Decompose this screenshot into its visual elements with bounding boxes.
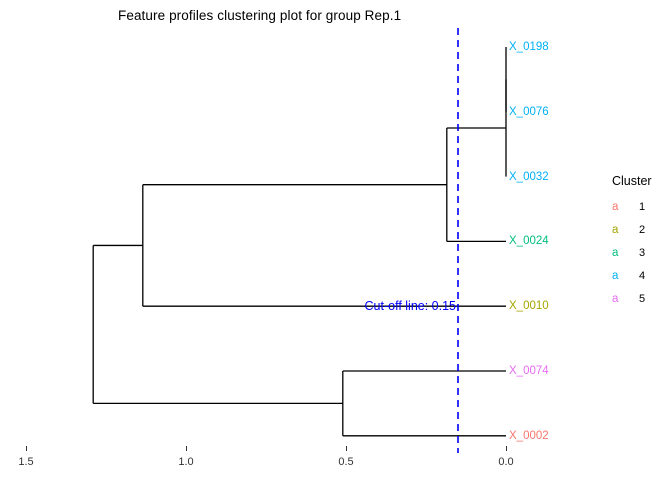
- leaf-label: X_0032: [509, 171, 549, 183]
- x-axis-tick-mark: [186, 446, 187, 451]
- legend-key-glyph: a: [612, 269, 619, 282]
- leaf-label: X_0024: [509, 235, 549, 247]
- legend-key-glyph: a: [612, 246, 619, 259]
- legend-key-glyph: a: [612, 223, 619, 236]
- legend-item-label: 5: [639, 292, 646, 305]
- x-axis-tick-mark: [26, 446, 27, 451]
- x-axis-tick-mark: [506, 446, 507, 451]
- legend-item: a 3: [608, 241, 670, 264]
- cluster-legend: Cluster a 1 a 2 a 3 a 4 a 5: [608, 174, 670, 310]
- legend-item: a 4: [608, 264, 670, 287]
- leaf-label: X_0002: [509, 430, 549, 442]
- x-axis-tick-label: 1.0: [178, 456, 194, 468]
- x-axis-tick-mark: [346, 446, 347, 451]
- plot-title: Feature profiles clustering plot for gro…: [118, 8, 402, 23]
- leaf-label: X_0198: [509, 41, 549, 53]
- x-axis-tick-label: 0.5: [338, 456, 354, 468]
- legend-key-glyph: a: [612, 200, 619, 213]
- leaf-label: X_0074: [509, 365, 549, 377]
- cutoff-line-label: Cut-off line: 0.15: [364, 299, 457, 313]
- legend-key-glyph: a: [612, 292, 619, 305]
- legend-title: Cluster: [612, 174, 652, 188]
- legend-item-label: 2: [639, 223, 646, 236]
- legend-item: a 5: [608, 287, 670, 310]
- leaf-label: X_0076: [509, 106, 549, 118]
- legend-item-label: 1: [639, 200, 646, 213]
- legend-item-label: 4: [639, 269, 646, 282]
- legend-item: a 2: [608, 218, 670, 241]
- x-axis-tick-label: 1.5: [18, 456, 34, 468]
- leaf-label: X_0010: [509, 300, 549, 312]
- x-axis-tick-label: 0.0: [498, 456, 514, 468]
- legend-item-label: 3: [639, 246, 646, 259]
- legend-item: a 1: [608, 195, 670, 218]
